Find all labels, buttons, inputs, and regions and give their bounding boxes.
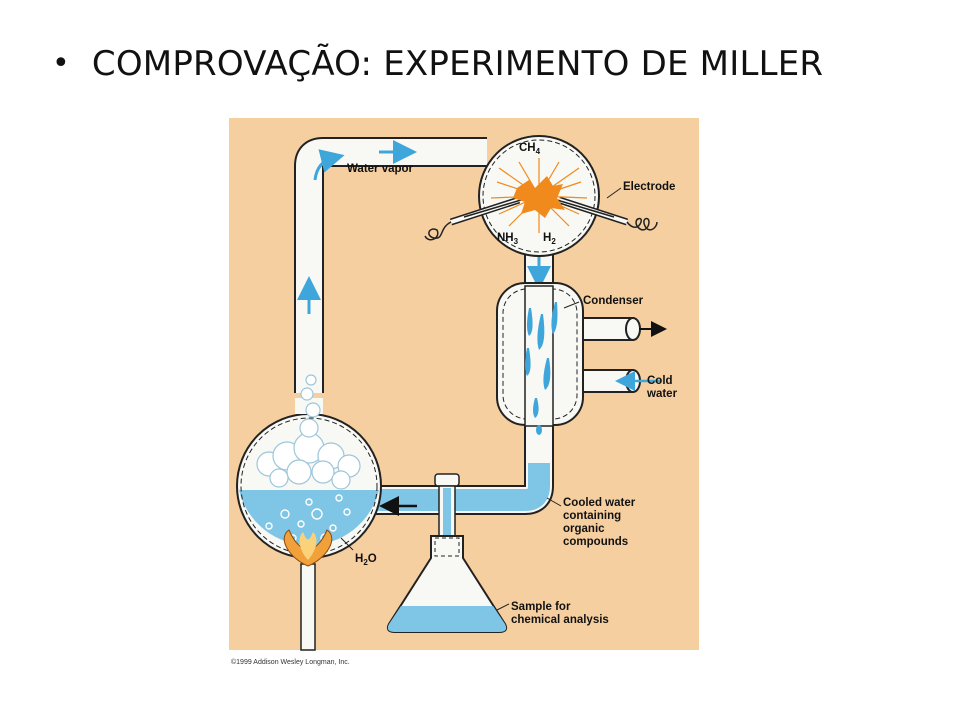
- boiling-flask: [236, 374, 382, 559]
- bullet-point: •: [52, 46, 70, 81]
- label-h2o: H2O: [355, 553, 377, 567]
- label-h2: H2: [543, 232, 556, 246]
- electrodes: [424, 196, 658, 241]
- label-cooled-water: Cooled water containing organic compound…: [563, 497, 638, 548]
- label-cold-water: Cold water: [646, 375, 678, 400]
- slide-title: • COMPROVAÇÃO: EXPERIMENTO DE MILLER: [52, 44, 823, 84]
- copyright-notice: ©1999 Addison Wesley Longman, Inc.: [231, 658, 350, 666]
- stopcock: [434, 473, 460, 572]
- sample-flask: [386, 535, 508, 633]
- label-water-vapor: Water vapor: [347, 163, 414, 175]
- label-ch4: CH4: [519, 142, 541, 156]
- label-sample: Sample for chemical analysis: [511, 601, 609, 626]
- diagram-canvas: Water vapor CH4 NH3 H2: [229, 118, 699, 666]
- burner-flame: [283, 529, 333, 651]
- spark-discharge: [490, 158, 588, 233]
- title-text: COMPROVAÇÃO: EXPERIMENTO DE MILLER: [91, 44, 824, 84]
- label-electrode: Electrode: [623, 181, 675, 193]
- label-nh3: NH3: [497, 232, 519, 246]
- miller-experiment-diagram: Water vapor CH4 NH3 H2: [229, 118, 699, 675]
- label-condenser: Condenser: [583, 295, 644, 307]
